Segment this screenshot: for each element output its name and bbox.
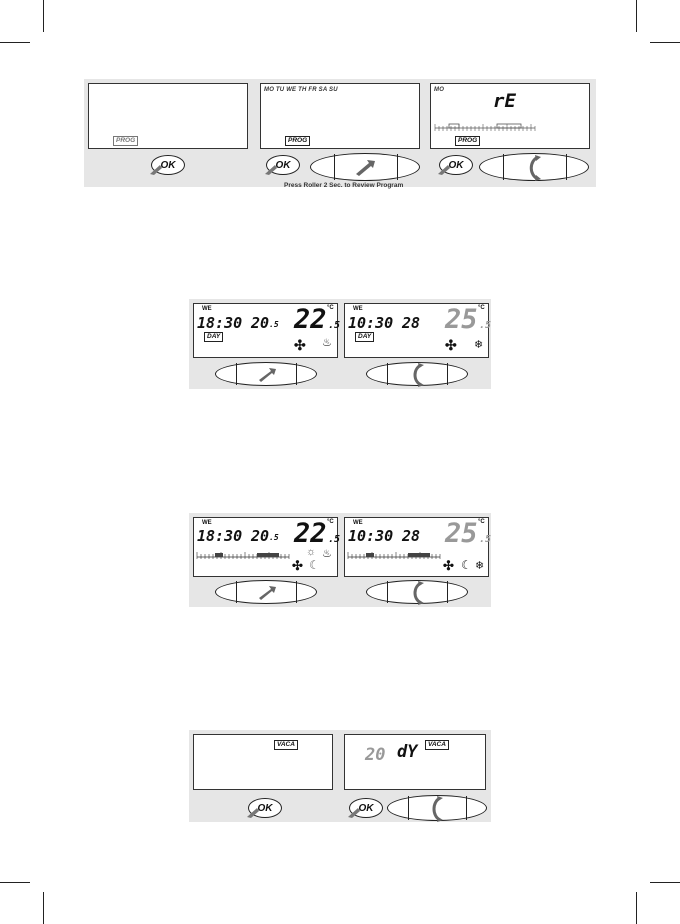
roller-button[interactable] <box>366 362 468 386</box>
fan-icon: ✣ <box>292 558 303 574</box>
roller-button[interactable] <box>215 362 317 386</box>
prog-tag: PROG <box>113 136 138 146</box>
roller-button[interactable] <box>215 580 317 604</box>
heat-icon: ♨ <box>322 547 332 560</box>
roller-button[interactable] <box>310 153 420 181</box>
weekday-label: WE <box>202 520 212 526</box>
roller-rotate-icon <box>410 581 426 605</box>
weekday-label: WE <box>353 520 363 526</box>
prog-tag: PROG <box>455 136 480 146</box>
roller-press-icon <box>256 368 278 382</box>
row2-lcd-2: WE 10:30 28 25 .5 °C DAY ✣ ❄ <box>344 303 489 358</box>
crop-mark <box>43 892 44 924</box>
ok-hand-icon <box>148 162 168 176</box>
clock-time: 10:30 <box>348 314 393 332</box>
mode-tag: DAY <box>204 332 223 342</box>
crop-mark <box>650 882 680 883</box>
roller-rotate-icon <box>410 363 426 387</box>
temp-unit: °C <box>478 305 485 311</box>
snowflake-icon: ❄ <box>475 559 484 572</box>
row3-lcd-2: WE 10:30 28 25 .5 °C ✣ ☾ ❄ <box>344 517 489 577</box>
roller-button[interactable] <box>387 795 487 821</box>
roller-press-icon <box>353 160 377 176</box>
program-timeline-icon <box>435 122 535 136</box>
heat-icon: ♨ <box>322 336 332 349</box>
roller-button[interactable] <box>479 153 589 181</box>
vacation-tag: VACA <box>425 740 449 750</box>
room-temp-decimal: .5 <box>328 534 340 545</box>
setpoint-temp: 28 <box>402 314 420 332</box>
vacation-days-unit: dY <box>397 742 417 762</box>
roller-press-icon <box>256 586 278 600</box>
roller-button[interactable] <box>366 580 468 604</box>
temp-unit: °C <box>327 519 334 525</box>
crop-mark <box>0 882 30 883</box>
row1-lcd-1: PROG <box>88 83 248 149</box>
crop-mark <box>650 42 680 43</box>
clock-time: 10:30 <box>348 527 393 545</box>
row3-lcd-1: WE 18:30 20 .5 22 .5 °C ✣ ☼ ☾ ♨ <box>193 517 338 577</box>
weekday-label: WE <box>202 306 212 312</box>
review-display: rE <box>493 90 516 112</box>
moon-icon: ☾ <box>309 558 320 572</box>
ok-hand-icon <box>263 162 283 176</box>
setpoint-temp: 20 <box>251 527 269 545</box>
temp-unit: °C <box>327 305 334 311</box>
crop-mark <box>636 892 637 924</box>
prog-tag: PROG <box>285 136 310 146</box>
setpoint-decimal: .5 <box>269 320 279 329</box>
crop-mark <box>636 0 637 32</box>
fan-icon: ✣ <box>443 558 454 574</box>
roller-rotate-icon <box>429 796 445 822</box>
setpoint-temp: 20 <box>251 314 269 332</box>
row4-lcd-2: 20 dY VACA <box>344 734 486 790</box>
clock-time: 18:30 <box>197 527 242 545</box>
program-timeline-icon <box>197 550 289 562</box>
weekday-label: MO <box>434 87 444 93</box>
setpoint-temp: 28 <box>402 527 420 545</box>
room-temp: 25 <box>445 518 478 549</box>
room-temp: 22 <box>294 304 327 335</box>
vacation-days-value: 20 <box>365 745 385 765</box>
ok-hand-icon <box>245 805 265 819</box>
room-temp-decimal: .5 <box>328 320 340 331</box>
clock-time: 18:30 <box>197 314 242 332</box>
crop-mark <box>0 42 30 43</box>
weekday-row: MO TU WE TH FR SA SU <box>264 87 338 93</box>
ok-hand-icon <box>436 162 456 176</box>
row1-lcd-2: MO TU WE TH FR SA SU PROG <box>260 83 420 149</box>
snowflake-icon: ❄ <box>474 338 483 351</box>
setpoint-decimal: .5 <box>269 533 279 542</box>
room-temp: 25 <box>445 304 478 335</box>
room-temp-decimal: .5 <box>479 534 491 545</box>
moon-icon: ☾ <box>461 558 472 572</box>
fan-icon: ✣ <box>294 337 306 354</box>
sun-icon: ☼ <box>306 546 316 558</box>
program-timeline-icon <box>348 550 440 562</box>
temp-unit: °C <box>478 519 485 525</box>
room-temp-decimal: .5 <box>479 320 491 331</box>
fan-icon: ✣ <box>445 337 457 354</box>
roller-rotate-icon <box>527 155 543 181</box>
row4-lcd-1: VACA <box>193 734 333 790</box>
crop-mark <box>43 0 44 32</box>
ok-hand-icon <box>346 805 366 819</box>
weekday-label: WE <box>353 306 363 312</box>
instruction-caption: Press Roller 2 Sec. to Review Program <box>284 182 403 189</box>
mode-tag: DAY <box>355 332 374 342</box>
room-temp: 22 <box>294 518 327 549</box>
row1-lcd-3: MO rE PROG <box>430 83 590 149</box>
row2-lcd-1: WE 18:30 20 .5 22 .5 °C DAY ✣ ♨ <box>193 303 338 358</box>
vacation-tag: VACA <box>274 740 298 750</box>
